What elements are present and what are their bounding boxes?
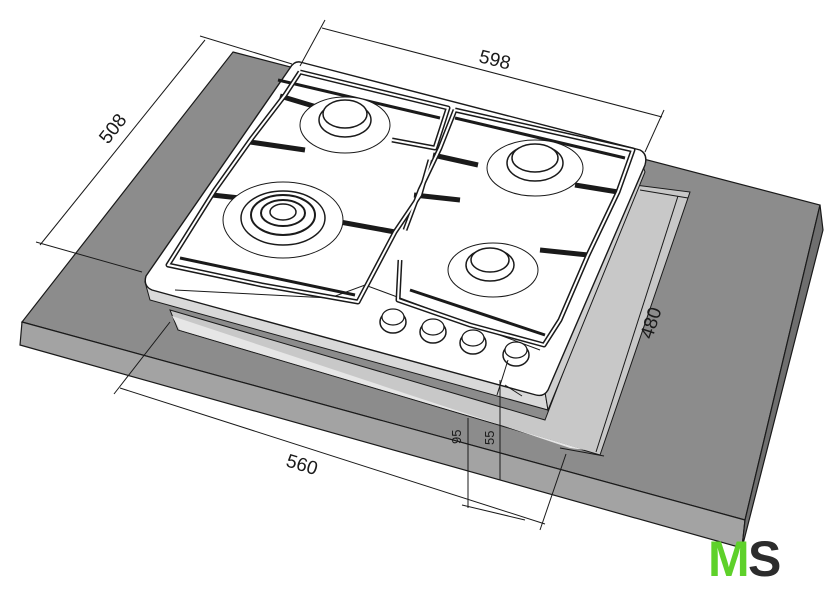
ms-logo-s: S (748, 532, 781, 584)
dim-480-line (595, 195, 679, 453)
burner-rear-left (299, 96, 391, 154)
burner-rear-right (486, 139, 584, 197)
burner-front-left-wok (222, 181, 344, 259)
dim-508-line (39, 39, 206, 246)
knob-3 (459, 329, 487, 355)
dim-598-line (321, 27, 663, 118)
dim-55-label: 55 (482, 431, 497, 445)
countertop-right-edge (741, 204, 824, 549)
knob-1 (379, 308, 407, 334)
pan-support-inner-lines (179, 78, 626, 337)
pan-support-highlights (167, 71, 634, 346)
dim-560-line (119, 387, 546, 525)
control-knobs (379, 308, 530, 367)
knob-2 (419, 318, 447, 344)
dim-95-label: 95 (449, 430, 464, 444)
dimension-lines (35, 19, 689, 531)
ms-logo: M S (708, 532, 781, 584)
ms-logo-m: M (708, 532, 747, 584)
burners (222, 96, 584, 298)
countertop-cutout (169, 184, 691, 456)
dim-508-label: 508 (95, 110, 131, 148)
knob-4 (502, 341, 530, 367)
dim-560-label: 560 (284, 451, 320, 480)
burner-front-right (447, 242, 539, 298)
